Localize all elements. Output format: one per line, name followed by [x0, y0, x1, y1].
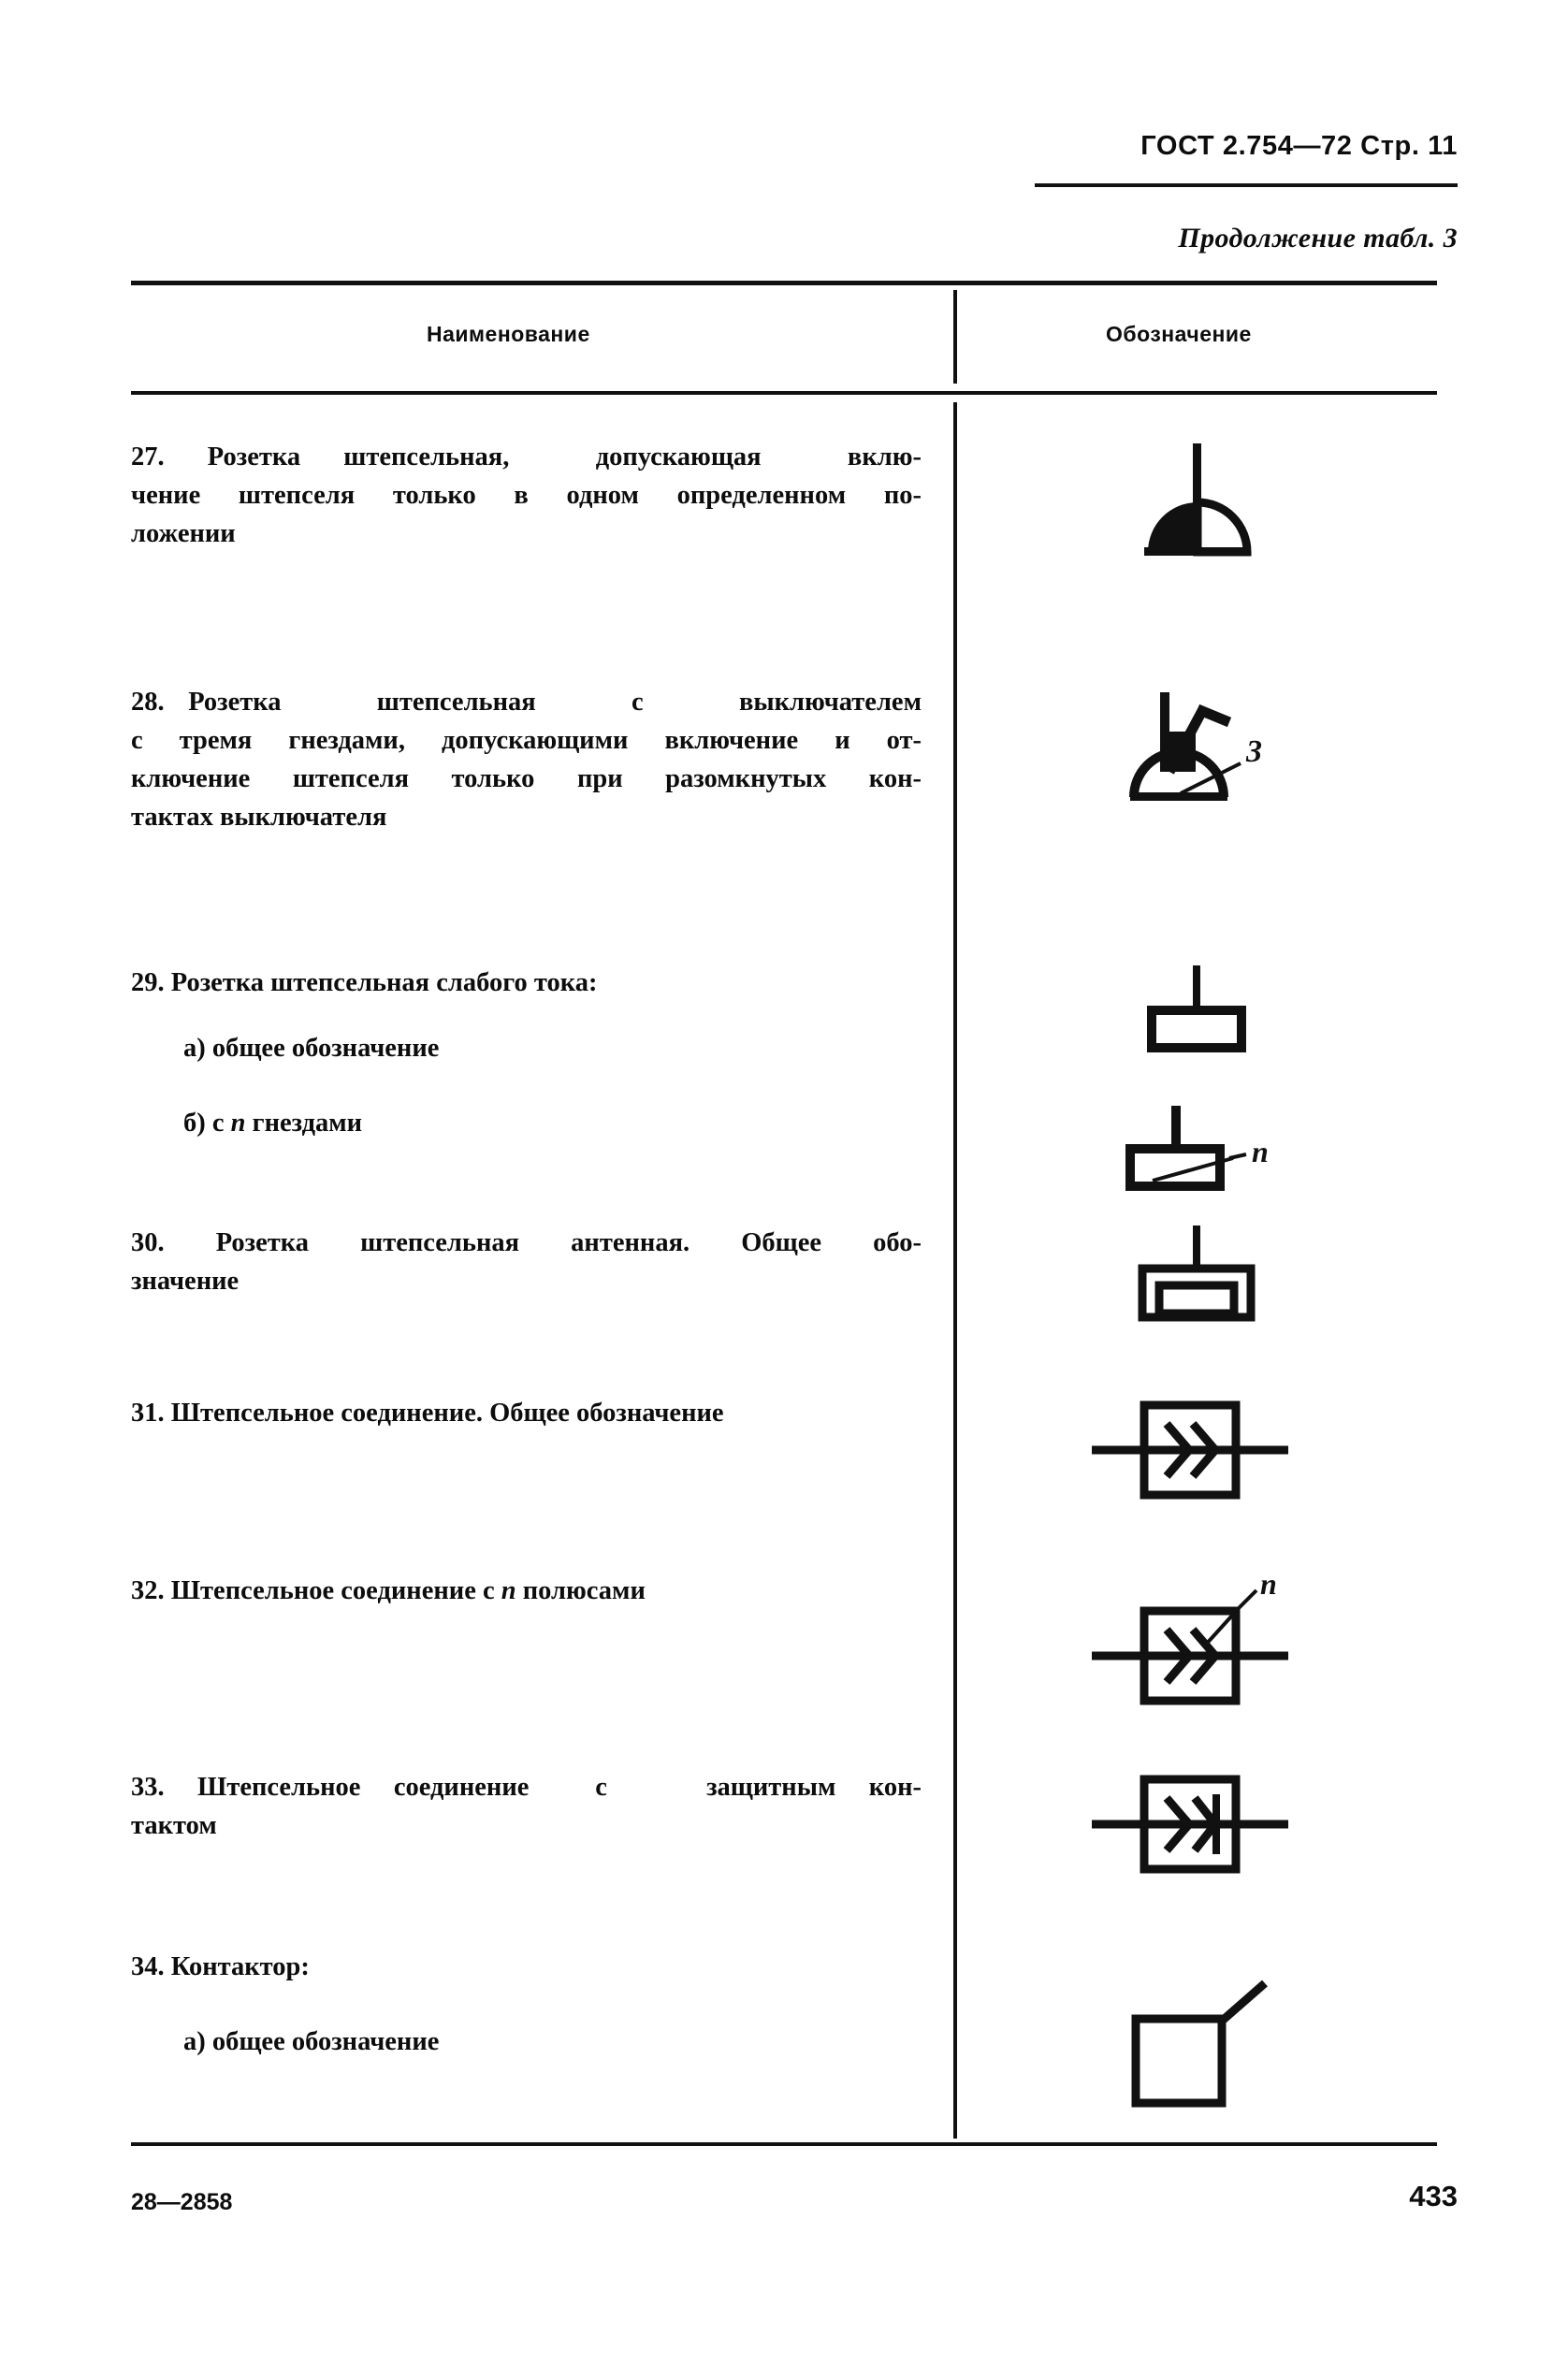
contactor-general-icon: [1131, 1980, 1268, 2108]
antenna-socket-general-icon: [1138, 1226, 1255, 1322]
item-27-line-3: ложении: [131, 519, 236, 548]
item-27-description: 27. Розетка штепсельная, допускающая вкл…: [131, 438, 922, 553]
item-27-line-2: чение штепселя только в одном определенн…: [131, 481, 922, 510]
item-29-description: 29. Розетка штепсельная слабого тока:: [131, 964, 922, 1002]
low-current-socket-general-icon: [1146, 965, 1246, 1052]
socket-with-switch-3-contacts-icon: 3: [1128, 692, 1262, 801]
item-29a-label: а) общее обозначение: [183, 1034, 440, 1063]
item-28-description: 28. Розетка штепсельная с выключателем с…: [131, 683, 922, 836]
symbols-table: Наименование Обозначение 27. Розетка ште…: [131, 281, 1437, 2152]
plug-connection-n-poles-icon: n: [1091, 1572, 1288, 1705]
table-header-rule: [131, 391, 1437, 395]
socket-keyed-half-filled-icon: [1143, 443, 1252, 557]
item-34a-description: а) общее обозначение: [131, 2023, 922, 2061]
item-31-description: 31. Штепсельное соединение. Общее обозна…: [131, 1394, 922, 1432]
item-27-symbol: [957, 438, 1437, 569]
item-34a-label: а) общее обозначение: [183, 2027, 440, 2056]
item-30-description: 30. Розетка штепсельная антенная. Общее …: [131, 1224, 922, 1300]
item-32-symbol: n: [957, 1572, 1437, 1712]
item-29a-description: а) общее обозначение: [131, 1029, 922, 1067]
item-28-line-2: с тремя гнездами, допускающими включение…: [131, 726, 922, 755]
continuation-note: Продолжение табл. 3: [0, 223, 1568, 254]
continuation-label: Продолжение табл. 3: [1178, 223, 1458, 254]
item-33-line-1: 33. Штепсельное соединение с защитным ко…: [131, 1773, 922, 1802]
item-29b-description: б) с n гнездами: [131, 1104, 922, 1142]
footer-signature: 28—2858: [131, 2189, 233, 2215]
item-29b-symbol-label: n: [1252, 1135, 1269, 1168]
item-30-symbol: [957, 1224, 1437, 1327]
plug-connection-protective-contact-icon: [1091, 1775, 1288, 1874]
column-divider-body: [953, 402, 957, 2139]
item-32-line-suffix: полюсами: [515, 1576, 646, 1605]
item-33-description: 33. Штепсельное соединение с защитным ко…: [131, 1768, 922, 1845]
item-31-line-1: 31. Штепсельное соединение. Общее обозна…: [131, 1399, 724, 1428]
item-29-line-1: 29. Розетка штепсельная слабого тока:: [131, 968, 598, 997]
item-33-line-2: тактом: [131, 1811, 217, 1840]
item-29a-symbol: [957, 964, 1437, 1057]
item-32-line-italic: n: [501, 1576, 516, 1605]
item-29b-symbol: n: [957, 1104, 1437, 1197]
column-header-symbol: Обозначение: [1106, 322, 1252, 346]
item-32-line-prefix: 32. Штепсельное соединение с: [131, 1576, 501, 1605]
item-28-line-3: ключение штепселя только при разомкнутых…: [131, 764, 922, 793]
item-29b-label-prefix: б) с: [183, 1109, 231, 1138]
item-30-line-2: значение: [131, 1267, 240, 1296]
item-34-description: 34. Контактор:: [131, 1948, 922, 1986]
item-32-line-1: 32. Штепсельное соединение с n полюсами: [131, 1572, 922, 1610]
item-34-line-1: 34. Контактор:: [131, 1952, 310, 1981]
footer-page-number: 433: [1409, 2180, 1458, 2212]
item-29b-label: б) с n гнездами: [131, 1104, 922, 1142]
page-header: ГОСТ 2.754—72 Стр. 11: [0, 131, 1568, 162]
table-bottom-rule: [131, 2142, 1437, 2146]
item-31-symbol: [957, 1394, 1437, 1506]
item-32-description: 32. Штепсельное соединение с n полюсами: [131, 1572, 922, 1610]
item-29b-label-italic: n: [230, 1109, 246, 1138]
item-32-symbol-label: n: [1260, 1572, 1277, 1601]
column-divider-head: [953, 290, 957, 384]
item-28-symbol: 3: [957, 683, 1437, 823]
standard-reference: ГОСТ 2.754—72 Стр. 11: [1140, 131, 1458, 161]
low-current-socket-n-contacts-icon: n: [1125, 1106, 1269, 1191]
item-28-line-4: тактах выключателя: [131, 803, 387, 832]
header-rule: [1035, 183, 1458, 187]
plug-connection-general-icon: [1091, 1400, 1288, 1500]
table-top-rule: [131, 281, 1437, 285]
item-33-symbol: [957, 1768, 1437, 1880]
item-34a-symbol: [957, 1980, 1437, 2110]
item-27-line-1: 27. Розетка штепсельная, допускающая вкл…: [131, 442, 922, 471]
column-header-name: Наименование: [427, 322, 590, 346]
item-28-line-1: 28. Розетка штепсельная с выключателем: [131, 688, 922, 717]
item-30-line-1: 30. Розетка штепсельная антенная. Общее …: [131, 1228, 922, 1257]
item-29b-label-suffix: гнездами: [245, 1109, 363, 1138]
item-28-symbol-label: 3: [1245, 734, 1262, 769]
